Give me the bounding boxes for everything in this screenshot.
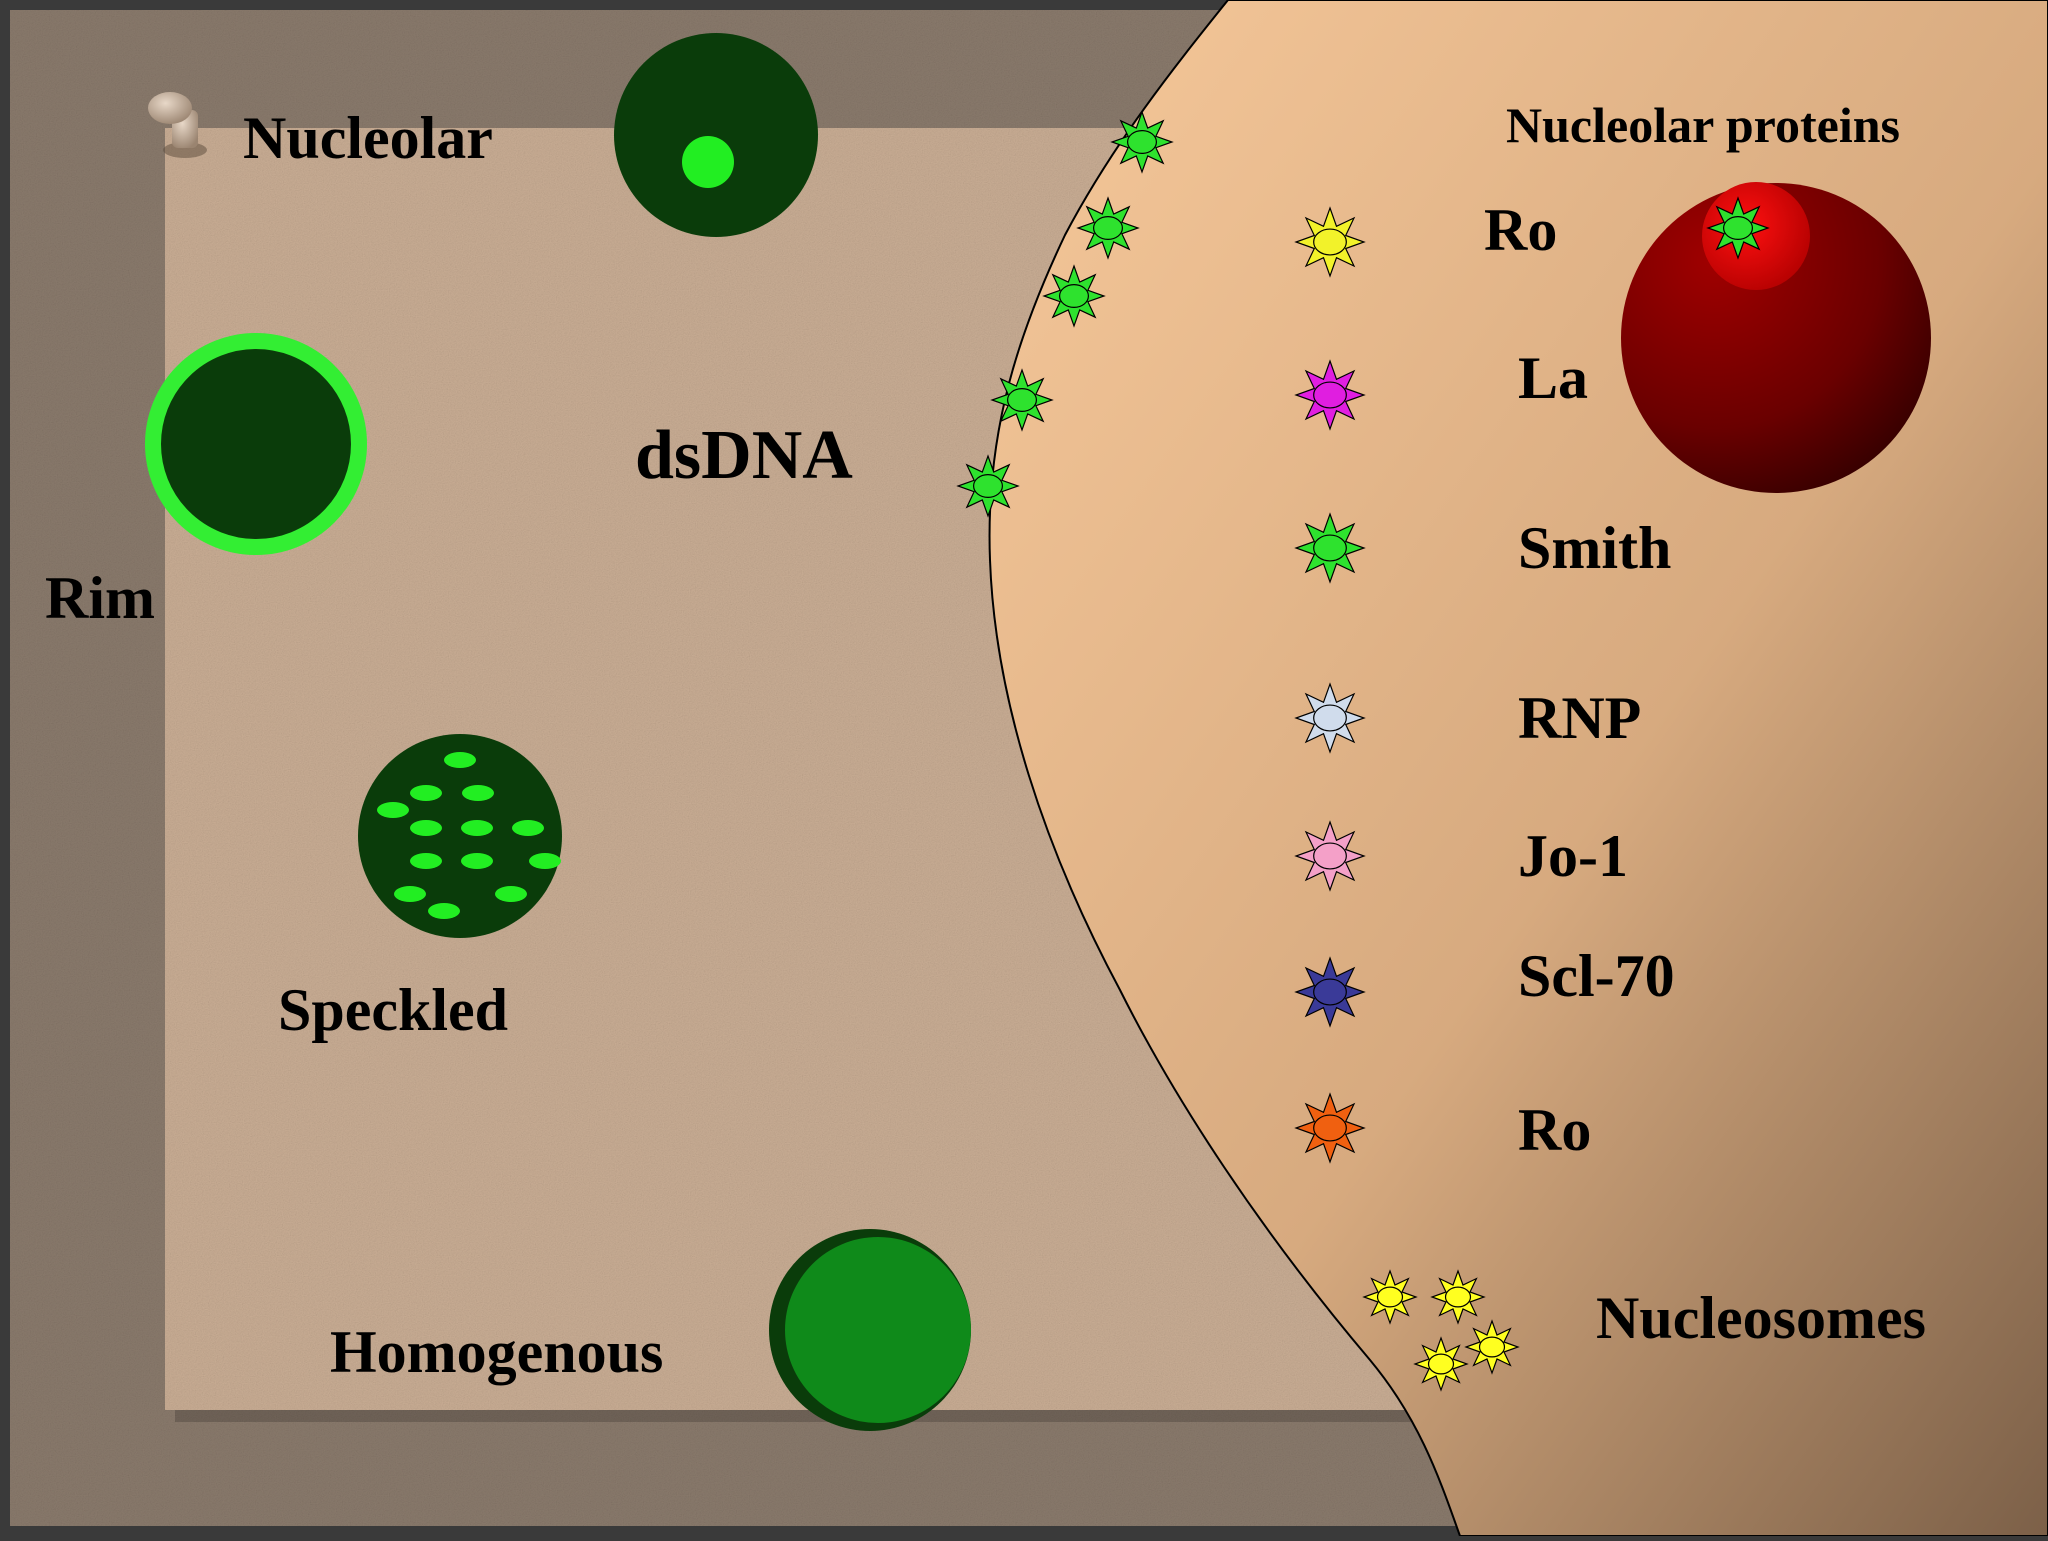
homogenous-pattern-cell	[769, 1229, 971, 1431]
nucleosome-star-icon-1	[1362, 1269, 1418, 1325]
nucleolar-pattern-cell	[614, 33, 818, 237]
antigen-label-ro-2: Ro	[1518, 1097, 1591, 1163]
push-pin-icon	[148, 92, 207, 158]
speckled-label: Speckled	[278, 977, 508, 1043]
dsdna-star-icon-4	[990, 368, 1054, 432]
nucleosomes-label: Nucleosomes	[1596, 1285, 1926, 1351]
antigen-star-icon-1	[1294, 206, 1366, 278]
dsdna-star-icon-1	[1110, 110, 1174, 174]
antigen-label-jo-1: Jo-1	[1518, 823, 1628, 889]
antigen-label-la: La	[1518, 345, 1588, 411]
nucleosome-star-icon-2	[1430, 1269, 1486, 1325]
dsdna-label: dsDNA	[635, 417, 853, 494]
dsdna-star-icon-2	[1076, 196, 1140, 260]
dsdna-antigen-markers	[956, 110, 1174, 518]
antigen-label-rnp: RNP	[1518, 685, 1641, 751]
nucleolar-antigen-marker	[1706, 196, 1770, 260]
antigen-star-icon-3	[1294, 512, 1366, 584]
antigen-star-icon-2	[1294, 359, 1366, 431]
nucleosome-star-icon-4	[1413, 1336, 1469, 1392]
nucleosome-markers	[1362, 1269, 1520, 1392]
nucleolus	[1621, 182, 1931, 493]
nucleolar-label: Nucleolar	[243, 105, 493, 171]
antigen-label-ro-1: Ro	[1484, 197, 1557, 263]
antigen-star-icon-5	[1294, 820, 1366, 892]
antigen-star-icon-4	[1294, 682, 1366, 754]
speckled-pattern-cell	[358, 734, 562, 938]
homogenous-label: Homogenous	[330, 1319, 663, 1385]
rim-pattern-cell	[145, 333, 367, 555]
antigen-label-smith: Smith	[1518, 515, 1671, 581]
nucleolar-proteins-heading: Nucleolar proteins	[1506, 97, 1900, 153]
rim-label: Rim	[45, 565, 155, 631]
antigen-legend	[1294, 206, 1366, 1164]
antigen-star-icon-6	[1294, 956, 1366, 1028]
antigen-label-scl-70: Scl-70	[1518, 943, 1675, 1009]
dsdna-star-icon-5	[956, 454, 1020, 518]
dsdna-star-icon-3	[1042, 264, 1106, 328]
nucleolar-star-icon	[1706, 196, 1770, 260]
nucleosome-star-icon-3	[1464, 1319, 1520, 1375]
antigen-star-icon-7	[1294, 1092, 1366, 1164]
